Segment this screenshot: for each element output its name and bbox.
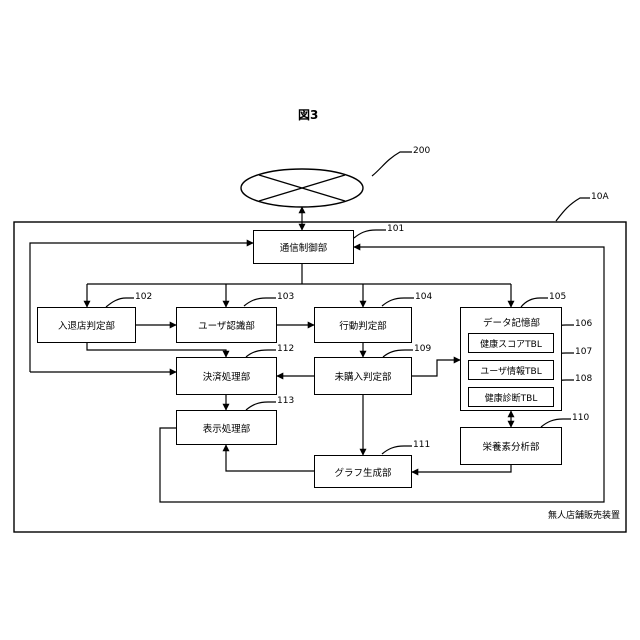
block-graph-generation-label: グラフ生成部 [334, 465, 391, 479]
leader-105 [521, 298, 548, 307]
link-nutrient-graph [412, 465, 511, 472]
ref-10A: 10A [591, 192, 609, 202]
leader-10A [556, 198, 590, 221]
block-display-processing: 表示処理部 [176, 410, 277, 445]
device-caption: 無人店舗販売装置 [548, 508, 620, 521]
leader-101 [354, 230, 386, 238]
table-health-checkup: 健康診断TBL [468, 387, 554, 407]
ref-106: 106 [575, 319, 592, 329]
block-payment-processing: 決済処理部 [176, 357, 277, 395]
ref-111: 111 [413, 440, 430, 450]
block-data-storage-label: データ記憶部 [483, 315, 540, 329]
block-action-judgment-label: 行動判定部 [339, 318, 387, 332]
ref-104: 104 [415, 292, 432, 302]
block-graph-generation: グラフ生成部 [314, 455, 412, 488]
leader-112 [246, 350, 276, 357]
leader-102 [106, 298, 134, 307]
block-unpurchased-judgment-label: 未購入判定部 [334, 369, 391, 383]
leader-109 [383, 350, 413, 357]
block-display-processing-label: 表示処理部 [203, 421, 251, 435]
table-health-score-label: 健康スコアTBL [480, 337, 542, 350]
leader-111 [382, 446, 412, 454]
link-unpurchased-storage [412, 360, 460, 376]
ref-108: 108 [575, 374, 592, 384]
ref-105: 105 [549, 292, 566, 302]
link-graph-display [226, 445, 314, 471]
block-user-recognition-label: ユーザ認識部 [198, 318, 255, 332]
block-nutrient-analysis-label: 栄養素分析部 [482, 439, 539, 453]
ref-110: 110 [572, 413, 589, 423]
ref-107: 107 [575, 347, 592, 357]
link-entry-payment [87, 343, 226, 357]
block-user-recognition: ユーザ認識部 [176, 307, 277, 343]
ref-113: 113 [277, 396, 294, 406]
block-action-judgment: 行動判定部 [314, 307, 412, 343]
table-user-info-label: ユーザ情報TBL [480, 364, 542, 377]
table-health-score: 健康スコアTBL [468, 333, 554, 353]
ref-109: 109 [414, 344, 431, 354]
ref-101: 101 [387, 224, 404, 234]
block-unpurchased-judgment: 未購入判定部 [314, 357, 412, 395]
leader-200 [372, 152, 412, 176]
ref-102: 102 [135, 292, 152, 302]
block-entry-exit-judgment: 入退店判定部 [37, 307, 136, 343]
leader-113 [246, 402, 276, 410]
block-entry-exit-judgment-label: 入退店判定部 [58, 318, 115, 332]
table-user-info: ユーザ情報TBL [468, 360, 554, 380]
table-health-checkup-label: 健康診断TBL [485, 391, 538, 404]
ref-112: 112 [277, 344, 294, 354]
leader-104 [382, 298, 414, 306]
leader-110 [541, 419, 571, 427]
leader-103 [244, 298, 276, 306]
block-nutrient-analysis: 栄養素分析部 [460, 427, 562, 465]
block-payment-processing-label: 決済処理部 [203, 369, 251, 383]
figure-title: 図3 [298, 106, 318, 123]
block-communication-control-label: 通信制御部 [280, 240, 328, 254]
ref-200: 200 [413, 146, 430, 156]
block-communication-control: 通信制御部 [253, 230, 354, 264]
network-node [241, 169, 363, 207]
ref-103: 103 [277, 292, 294, 302]
